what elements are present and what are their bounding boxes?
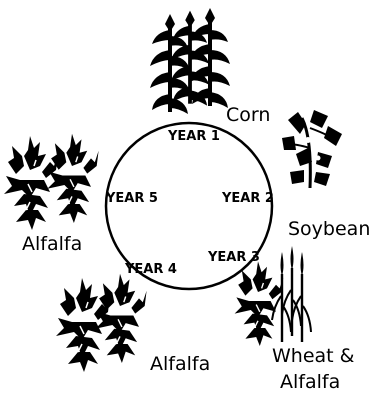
corn-label: Corn: [226, 104, 270, 126]
alfalfa-bottom-label: Alfalfa: [150, 353, 210, 375]
wheat-alfalfa-label-line2: Alfalfa: [280, 371, 340, 393]
year-3-label: YEAR 3: [207, 250, 260, 265]
alfalfa-left-label: Alfalfa: [22, 233, 82, 255]
year-5-label: YEAR 5: [105, 191, 158, 206]
alfalfa-plant-icon: [56, 274, 147, 372]
soybean-label: Soybean: [288, 218, 370, 240]
alfalfa-plant-icon: [4, 134, 99, 230]
year-4-label: YEAR 4: [124, 262, 177, 277]
wheat-alfalfa-label-line1: Wheat &: [272, 345, 355, 367]
soybean-plant-icon: [282, 110, 342, 188]
year-2-label: YEAR 2: [221, 191, 274, 206]
year-1-label: YEAR 1: [167, 129, 220, 144]
corn-plant-icon: [150, 8, 230, 114]
